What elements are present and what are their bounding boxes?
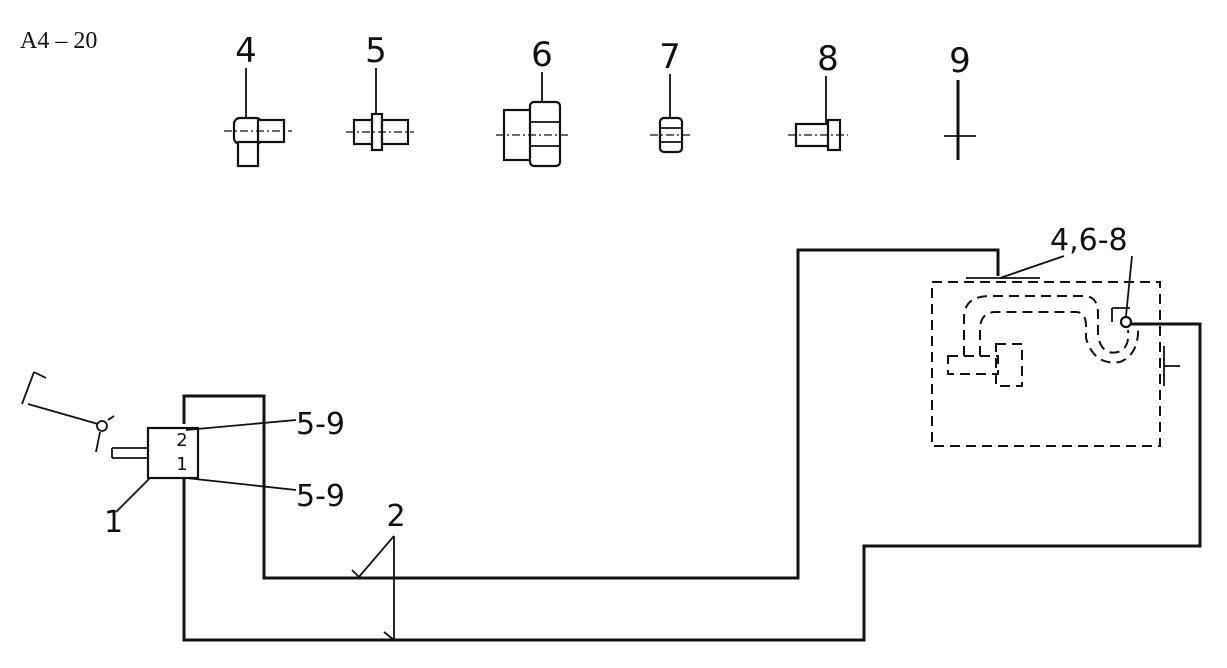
part-8: 8: [788, 39, 848, 152]
valve-port-2-label: 2: [176, 430, 187, 451]
part-7: 7: [650, 37, 692, 154]
union-fitting-icon: [346, 112, 414, 152]
callout-pipes: 2: [386, 499, 405, 534]
valve-port-1-label: 1: [176, 454, 187, 475]
pipe-upper: [182, 248, 1000, 580]
callout-engine-fittings: 4,6-8: [1050, 223, 1128, 258]
part-6-label: 6: [531, 35, 553, 75]
engine-outline: [931, 277, 1180, 447]
brake-valve: 2 1: [111, 426, 200, 480]
elbow-fitting-icon: [224, 116, 292, 168]
callout-valve-lower: 5-9: [296, 479, 345, 514]
hex-nut-icon: [496, 100, 570, 168]
callout-valve-upper: 5-9: [296, 407, 345, 442]
part-5: 5: [346, 31, 414, 152]
part-5-label: 5: [365, 31, 387, 71]
part-8-label: 8: [817, 39, 839, 79]
part-7-label: 7: [659, 37, 681, 77]
sleeve-icon: [788, 118, 848, 152]
part-6: 6: [496, 35, 570, 168]
callout-valve: 1: [104, 505, 123, 540]
page-code: A4 – 20: [20, 28, 98, 54]
part-4: 4: [224, 31, 292, 168]
brake-pedal: [21, 371, 115, 453]
washer-icon: [944, 80, 976, 160]
small-nut-icon: [650, 116, 692, 154]
part-9-label: 9: [949, 41, 971, 81]
pipe-lower: [182, 322, 1202, 642]
part-9: 9: [944, 41, 976, 160]
part-4-label: 4: [235, 31, 257, 71]
